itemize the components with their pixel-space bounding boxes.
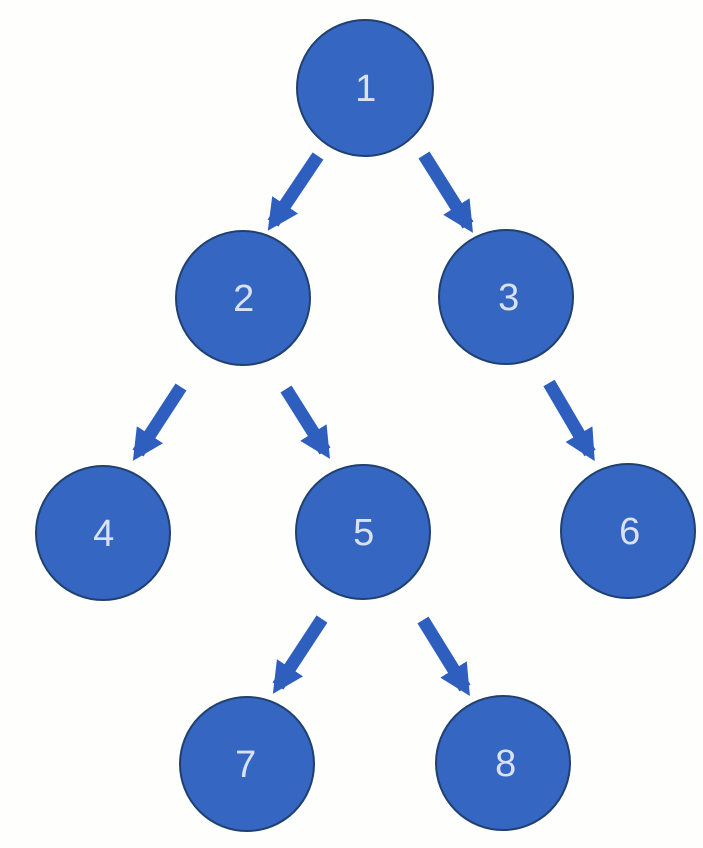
node-label-2: 2 [233,278,255,320]
tree-node-5: 5 [295,464,431,600]
tree-edges [132,151,596,696]
node-circle-7 [179,696,315,832]
tree-node-3: 3 [438,229,574,365]
tree-node-8: 8 [435,695,571,831]
tree-node-7: 7 [179,696,315,832]
edge-2-5 [280,385,331,459]
tree-node-1: 1 [296,19,434,157]
node-circle-3 [438,229,574,365]
node-label-4: 4 [93,513,115,555]
node-label-5: 5 [353,512,375,554]
edge-5-7 [272,615,328,694]
node-circle-1 [296,19,434,157]
node-circle-5 [295,464,431,600]
node-circle-8 [435,695,571,831]
tree-nodes: 1 2 3 4 5 6 7 [35,19,696,832]
node-circle-6 [560,463,696,599]
tree-node-2: 2 [175,230,311,366]
tree-node-6: 6 [560,463,696,599]
node-label-6: 6 [619,511,641,553]
edge-1-2 [267,152,324,231]
edge-3-6 [543,379,596,462]
edge-1-3 [418,151,474,233]
node-label-8: 8 [495,743,517,785]
node-circle-4 [35,465,171,601]
node-label-7: 7 [235,744,257,786]
node-label-3: 3 [498,277,520,319]
node-label-1: 1 [355,68,377,110]
tree-node-4: 4 [35,465,171,601]
node-circle-2 [175,230,311,366]
edge-5-8 [417,616,471,696]
edge-2-4 [132,383,187,461]
